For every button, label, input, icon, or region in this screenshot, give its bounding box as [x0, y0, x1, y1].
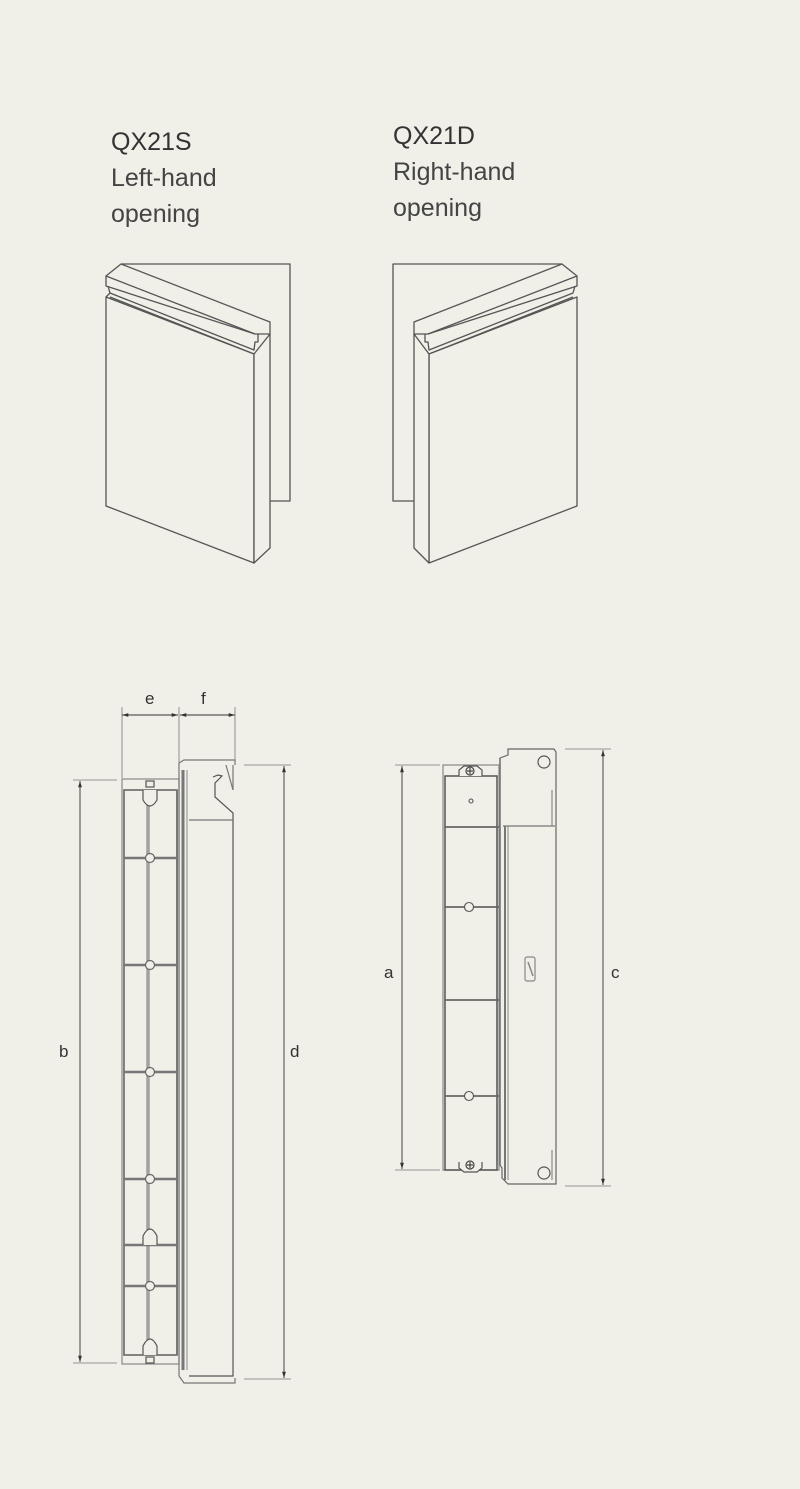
right-hand-model-title: QX21D Right-hand opening — [393, 118, 515, 226]
dimension-label-d: d — [290, 1042, 299, 1061]
model-description-line1: Left-hand — [111, 164, 217, 192]
left-hand-model-title: QX21S Left-hand opening — [111, 124, 217, 232]
side-profile-drawing — [73, 707, 291, 1384]
model-description-line2: opening — [111, 200, 200, 228]
model-description-line1: Right-hand — [393, 158, 516, 186]
dimension-label-c: c — [611, 963, 620, 982]
right-hand-door-illustration — [392, 263, 578, 564]
model-name: QX21S — [111, 128, 192, 156]
dimension-label-e: e — [145, 689, 154, 708]
dimension-label-b: b — [59, 1042, 68, 1061]
dimension-label-f: f — [201, 689, 206, 708]
dimension-label-a: a — [384, 963, 394, 982]
model-name: QX21D — [393, 122, 475, 150]
model-description-line2: opening — [393, 194, 482, 222]
front-view-drawing — [395, 748, 611, 1187]
left-hand-door-illustration — [105, 263, 291, 564]
